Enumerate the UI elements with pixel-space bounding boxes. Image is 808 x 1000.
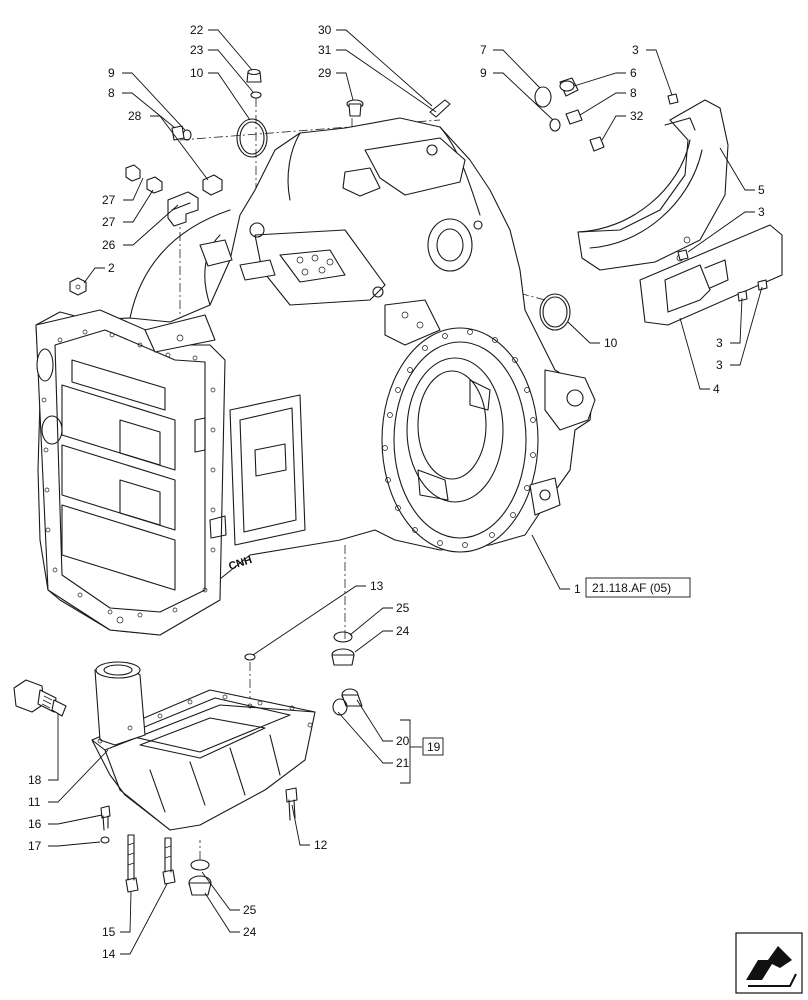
callout-labels: 22 23 10 9 8 28 30 31 29 7 9 6 8 32 3 5 … (28, 23, 765, 961)
callout-3c: 3 (716, 336, 723, 350)
callout-29: 29 (318, 66, 332, 80)
callout-7: 7 (480, 43, 487, 57)
cover-assembly-5 (577, 99, 729, 271)
callout-10: 10 (190, 66, 204, 80)
reference-main-text[interactable]: 21.118.AF (05) (592, 581, 671, 595)
callout-15: 15 (102, 925, 116, 939)
callout-1: 1 (574, 582, 581, 596)
callout-5: 5 (758, 183, 765, 197)
callout-32: 32 (630, 109, 644, 123)
transmission-housing: CNH (35, 117, 596, 636)
callout-22: 22 (190, 23, 204, 37)
next-page-arrow-icon[interactable] (735, 932, 803, 994)
callout-12: 12 (314, 838, 328, 852)
frame-bolt-holes (41, 329, 216, 618)
callout-21: 21 (396, 756, 410, 770)
callout-8b: 8 (630, 86, 637, 100)
reference-group-text[interactable]: 19 (427, 740, 441, 754)
callout-3a: 3 (632, 43, 639, 57)
callout-3d: 3 (716, 358, 723, 372)
callout-4: 4 (713, 382, 720, 396)
callout-24a: 24 (396, 624, 410, 638)
callout-6: 6 (630, 66, 637, 80)
callout-25a: 25 (396, 601, 410, 615)
callout-18: 18 (28, 773, 42, 787)
leader-lines (48, 29, 763, 955)
callout-10b: 10 (604, 336, 618, 350)
callout-11: 11 (28, 795, 41, 809)
callout-27b: 27 (102, 215, 116, 229)
callout-14: 14 (102, 947, 116, 961)
callout-23: 23 (190, 43, 204, 57)
callout-17: 17 (28, 839, 42, 853)
callout-3b: 3 (758, 205, 765, 219)
callout-16: 16 (28, 817, 42, 831)
callout-25b: 25 (243, 903, 257, 917)
callout-27a: 27 (102, 193, 116, 207)
callout-9: 9 (108, 66, 115, 80)
callout-9b: 9 (480, 66, 487, 80)
callout-13: 13 (370, 579, 384, 593)
sensor-fitting-18 (13, 679, 67, 717)
callout-31: 31 (318, 43, 332, 57)
reference-link-main[interactable]: 21.118.AF (05) (585, 577, 691, 598)
callout-30: 30 (318, 23, 332, 37)
callout-20: 20 (396, 734, 410, 748)
bottom-fasteners (100, 787, 298, 896)
oil-sump-11 (91, 661, 316, 831)
bore-bolt-holes (382, 329, 536, 548)
callout-26: 26 (102, 238, 116, 252)
reference-link-group[interactable]: 19 (422, 737, 444, 756)
callout-8: 8 (108, 86, 115, 100)
small-parts (69, 68, 768, 716)
callout-2: 2 (108, 261, 115, 275)
callout-24b: 24 (243, 925, 257, 939)
callout-28: 28 (128, 109, 142, 123)
